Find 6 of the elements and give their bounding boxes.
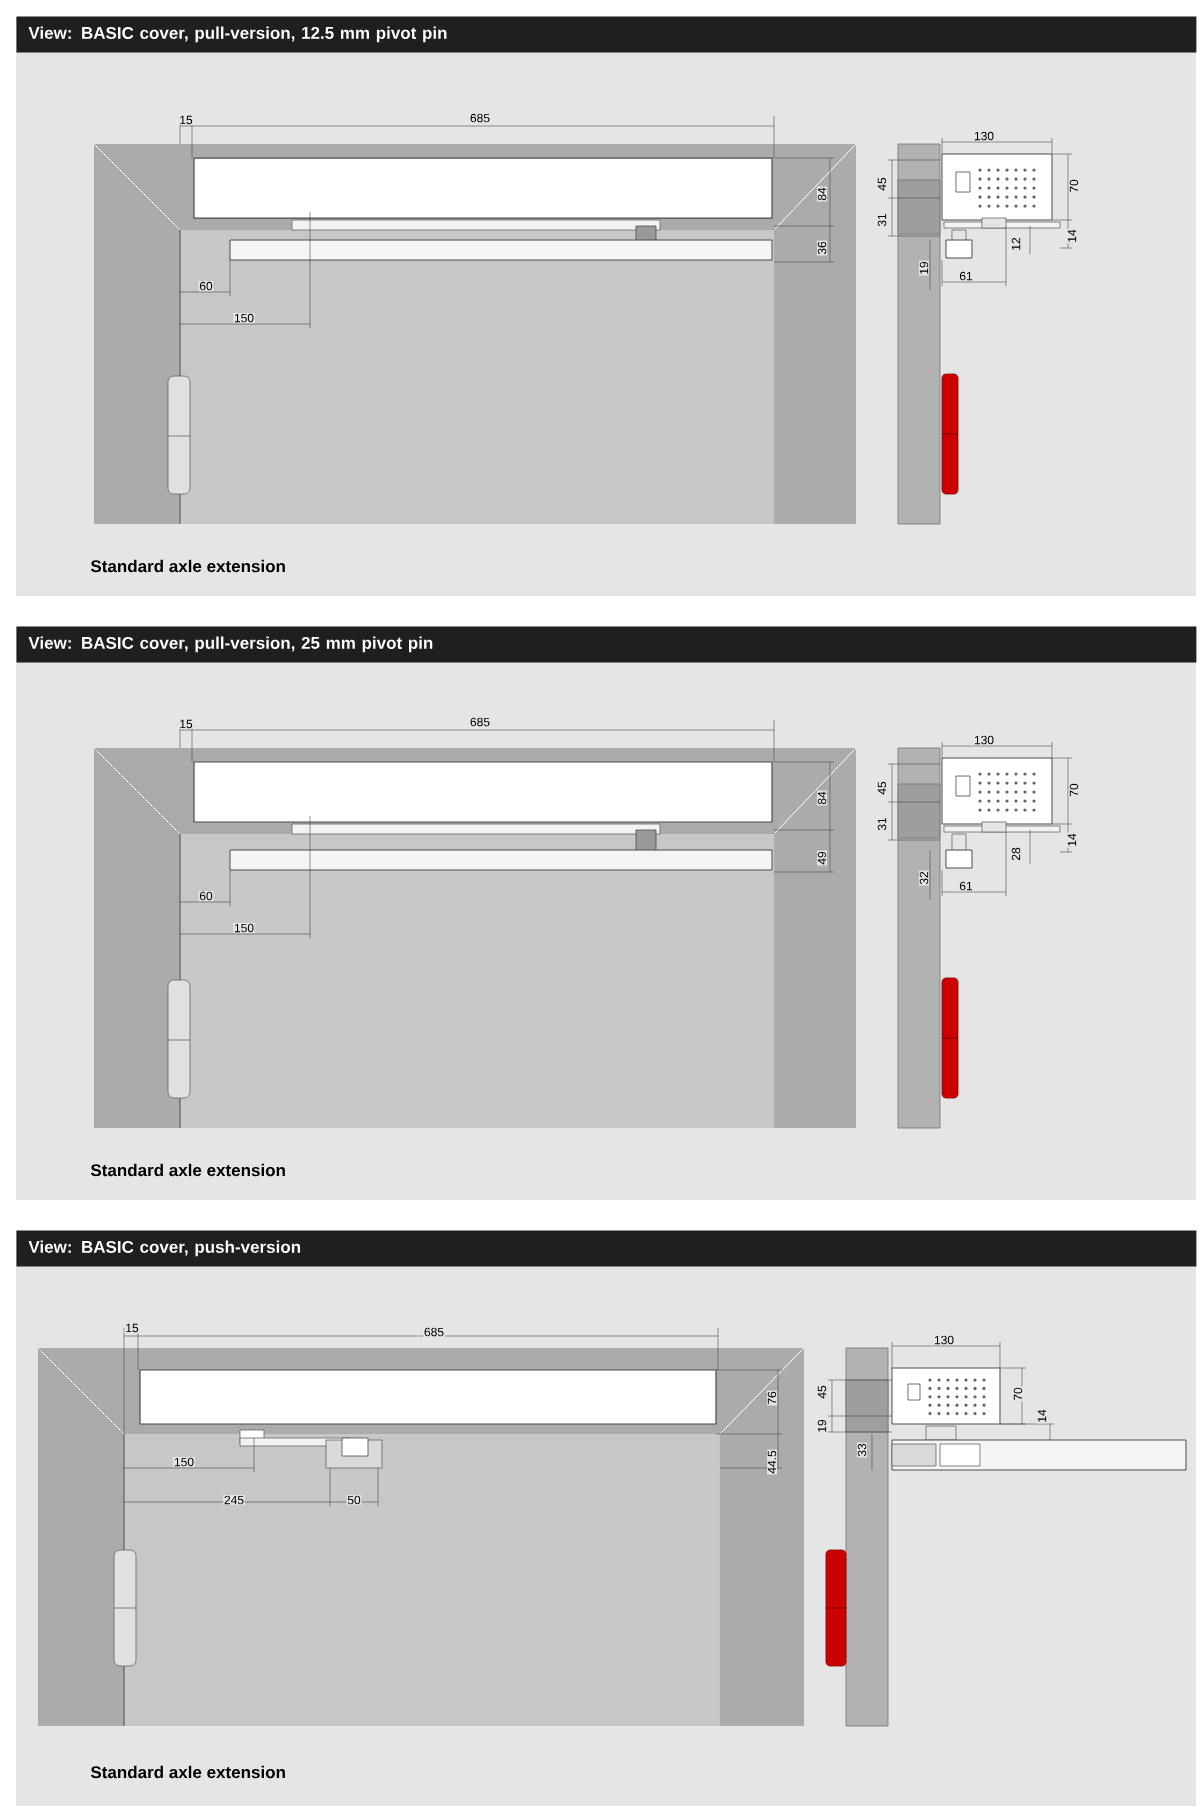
header-bar: View: BASIC cover, pull-version, 12.5 mm pivot pin <box>16 16 1197 53</box>
caption: Standard axle extension <box>90 559 285 573</box>
header-bar: View: BASIC cover, pull-version, 25 mm pivot pin <box>16 626 1197 663</box>
caption: Standard axle extension <box>90 1765 285 1779</box>
caption: Standard axle extension <box>90 1163 285 1177</box>
header-bar: View: BASIC cover, push-version <box>16 1230 1197 1267</box>
